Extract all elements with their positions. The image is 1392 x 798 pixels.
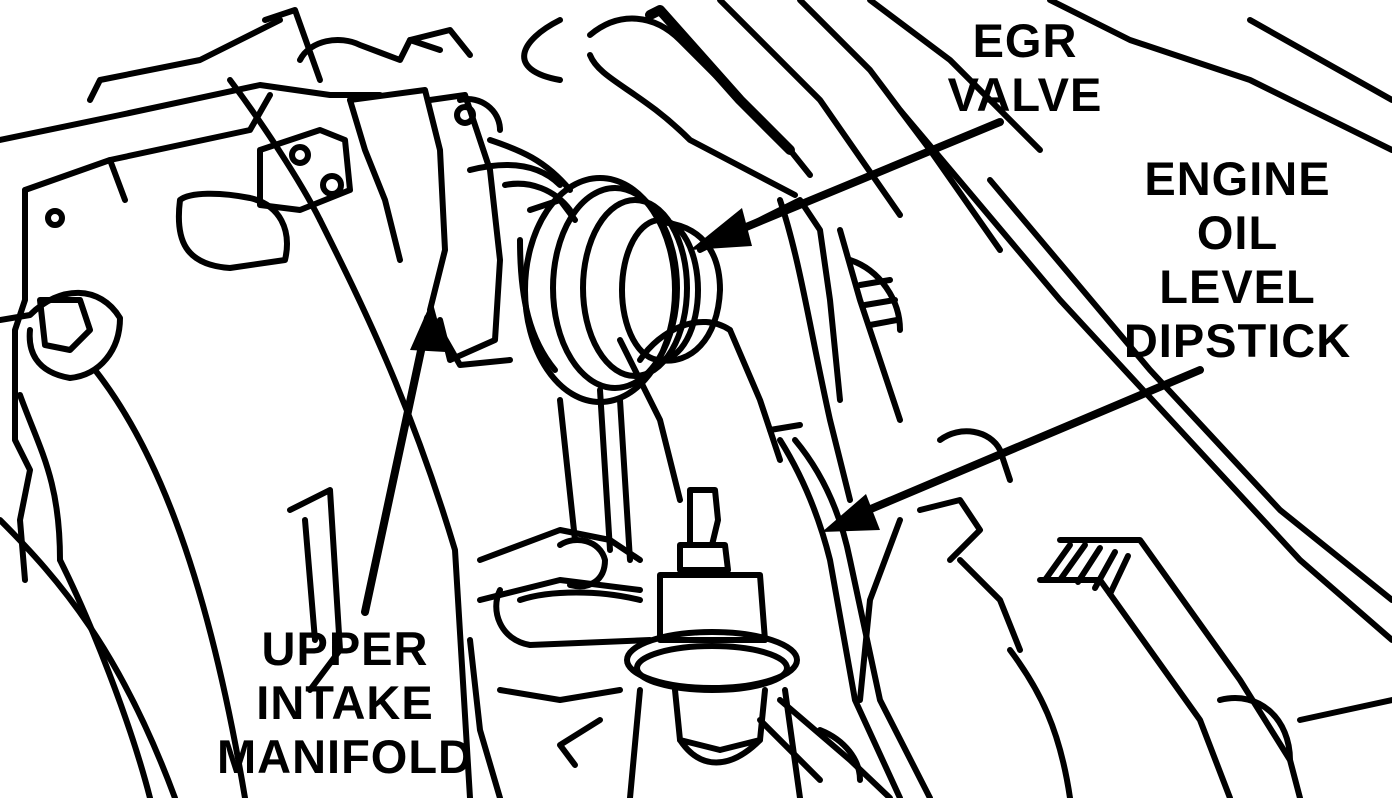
dipstick-tube: [767, 422, 933, 798]
fuel-lines: [467, 527, 893, 798]
manifold-label: UPPER INTAKE MANIFOLD: [215, 622, 475, 784]
hoses: [521, 0, 1392, 643]
dipstick-label: ENGINE OIL LEVEL DIPSTICK: [1115, 152, 1360, 368]
dipstick-label-line-2: OIL: [1196, 206, 1279, 259]
egr-valve-label-line-1: EGR: [972, 14, 1078, 67]
manifold-arrowhead: [410, 300, 446, 352]
manifold-housing: [0, 7, 473, 798]
dipstick-label-line-4: DIPSTICK: [1123, 314, 1352, 367]
manifold-label-line-2: INTAKE: [256, 676, 434, 729]
egr-valve-label-line-2: VALVE: [947, 68, 1103, 121]
manifold-label-line-1: UPPER: [261, 622, 429, 675]
throttle-bracket: [297, 27, 573, 368]
dipstick-label-line-3: LEVEL: [1159, 260, 1316, 313]
right-hose: [857, 428, 1392, 798]
pointer-arrows: [361, 118, 1204, 616]
egr-valve-label: EGR VALVE: [930, 14, 1120, 122]
arrowheads: [410, 208, 880, 532]
dipstick-label-line-1: ENGINE: [1144, 152, 1331, 205]
egr-valve-shape: [502, 175, 723, 405]
dipstick-arrowhead: [822, 494, 880, 532]
manifold-label-line-3: MANIFOLD: [216, 730, 473, 783]
egr-arrowhead: [690, 208, 752, 250]
